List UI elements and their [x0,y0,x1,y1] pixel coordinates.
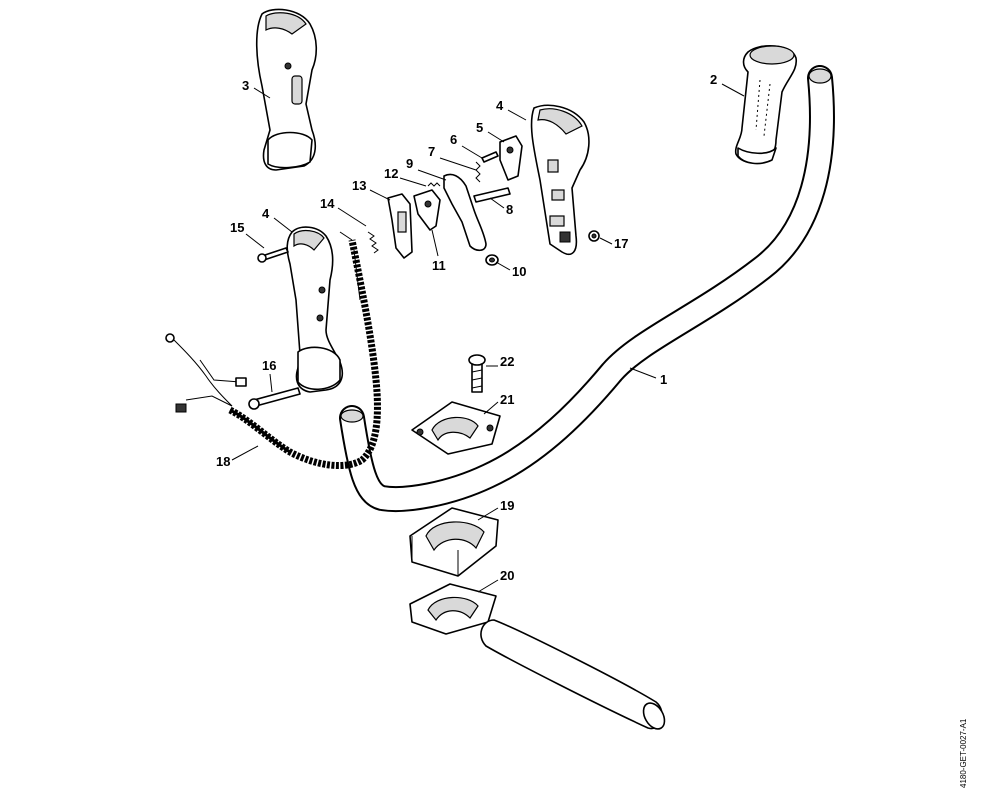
callout-17: 17 [614,236,628,251]
callout-22: 22 [500,354,514,369]
callout-18: 18 [216,454,230,469]
clamp-lower [409,583,497,635]
callout-3: 3 [242,78,249,93]
callout-8: 8 [506,202,513,217]
callout-9: 9 [406,156,413,171]
callout-7: 7 [428,144,435,159]
handle-housing-right [530,104,590,256]
callouts: 1 2 3 4 4 5 6 7 8 9 10 11 12 [216,72,745,593]
callout-15: 15 [230,220,244,235]
screw-22 [468,354,486,393]
callout-12: 12 [384,166,398,181]
callout-14: 14 [320,196,335,211]
clamp-base [409,507,499,577]
handle-housing-left [286,226,344,393]
control-handle-top [255,8,318,171]
reference-code: 4180-GET-0027-A1 [959,718,968,788]
callout-4-right: 4 [496,98,504,113]
callout-5: 5 [476,120,483,135]
callout-6: 6 [450,132,457,147]
screw-16 [248,387,301,410]
trigger-mechanism [257,135,600,266]
callout-4-left: 4 [262,206,270,221]
cable-harness [165,231,381,469]
right-grip [734,45,798,165]
callout-11: 11 [432,258,446,273]
callout-2: 2 [710,72,717,87]
callout-16: 16 [262,358,276,373]
callout-1: 1 [660,372,667,387]
callout-19: 19 [500,498,514,513]
handlebar-tube [339,65,835,512]
callout-21: 21 [500,392,514,407]
callout-10: 10 [512,264,526,279]
clamp-top [411,401,501,455]
drive-tube [480,619,666,730]
callout-13: 13 [352,178,366,193]
callout-20: 20 [500,568,514,583]
